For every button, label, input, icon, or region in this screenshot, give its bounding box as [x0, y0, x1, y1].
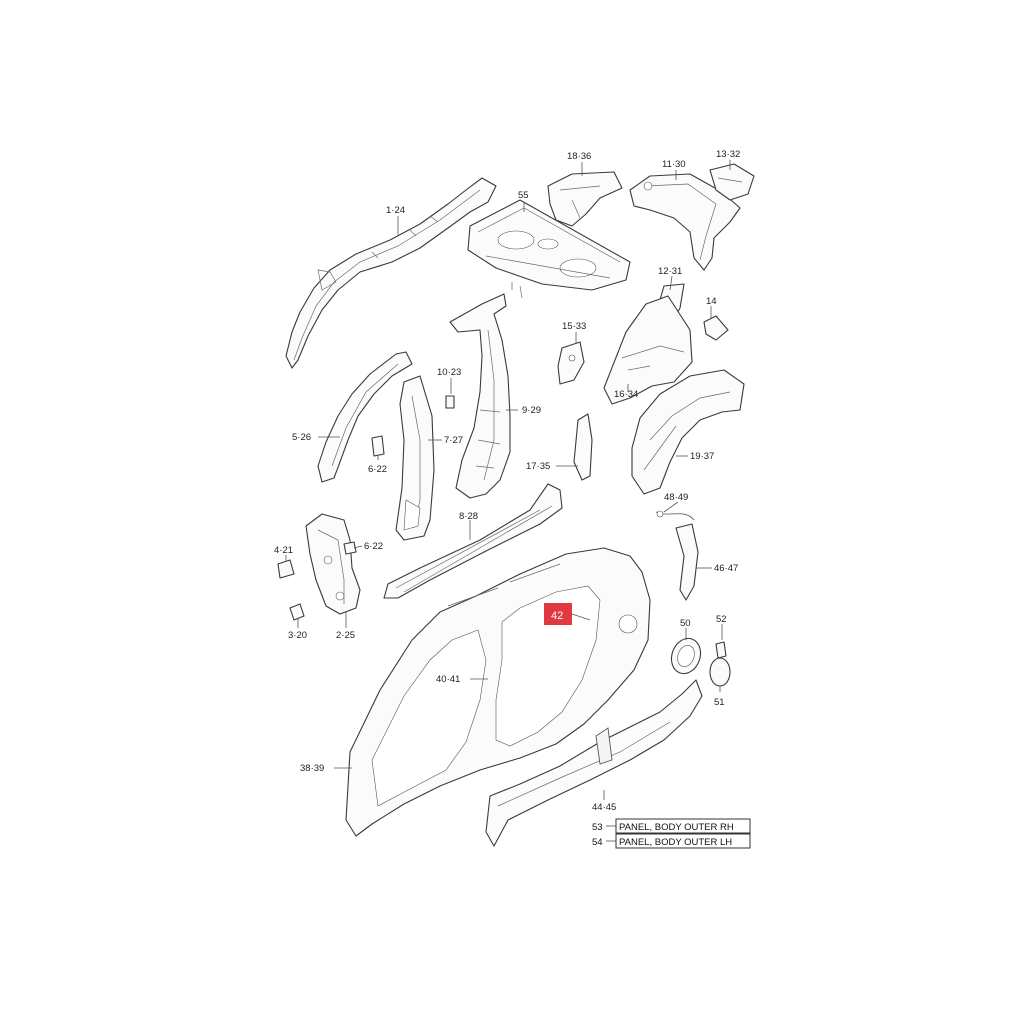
- callout-52: 52: [716, 614, 727, 625]
- legend-text-53: PANEL, BODY OUTER RH: [619, 822, 734, 833]
- callout-12-31: 12·31: [658, 266, 682, 277]
- highlight-box: [544, 603, 572, 625]
- part-clip-6-22-upper: [371, 435, 385, 457]
- leader-lines: [285, 160, 731, 800]
- part-cap-51: [709, 657, 731, 687]
- callout-labels: 1·24 55 18·36 11·30 13·32 12·31 14 15·33…: [274, 149, 740, 813]
- part-b-pillar-inner-7-27: [395, 375, 435, 541]
- part-rocker-inner-8-28: [383, 483, 563, 599]
- callout-4-21: 4·21: [274, 545, 293, 556]
- callout-46-47: 46·47: [714, 563, 738, 574]
- legend-number-53: 53: [592, 822, 603, 833]
- callout-17-35: 17·35: [526, 461, 550, 472]
- part-wheelhouse-outer-19-37: [631, 369, 745, 495]
- part-clip-10-23: [445, 395, 455, 409]
- callout-6-22-lower: 6·22: [364, 541, 383, 552]
- part-bracket-15-33: [557, 341, 585, 385]
- part-bracket-18-36: [547, 171, 623, 227]
- part-body-side-outer: [345, 547, 651, 837]
- legend-text-54: PANEL, BODY OUTER LH: [619, 837, 732, 848]
- callout-3-20: 3·20: [288, 630, 307, 641]
- callout-44-45: 44·45: [592, 802, 616, 813]
- part-clip-6-22-lower: [343, 541, 357, 555]
- part-rear-upper-11-30: [629, 173, 741, 271]
- legend-number-54: 54: [592, 837, 603, 848]
- callout-6-22-upper: 6·22: [368, 464, 387, 475]
- part-extension-17-35: [573, 413, 593, 481]
- callout-50: 50: [680, 618, 691, 629]
- part-wheelhouse-inner-16-34: [603, 295, 693, 405]
- part-bracket-13-32: [709, 163, 755, 201]
- part-b-pillar-9-29: [449, 293, 511, 499]
- callout-48-49: 48·49: [664, 492, 688, 503]
- part-bracket-46-47: [675, 523, 699, 601]
- callout-13-32: 13·32: [716, 149, 740, 160]
- callout-55: 55: [518, 190, 529, 201]
- part-bracket-3-20: [289, 603, 305, 621]
- highlight-label: 42: [551, 610, 563, 622]
- callout-51: 51: [714, 697, 725, 708]
- part-clip-14: [703, 315, 729, 341]
- part-a-pillar-upper-5-26: [317, 351, 413, 483]
- part-fuel-door-50: [670, 637, 702, 675]
- callout-38-39: 38·39: [300, 763, 324, 774]
- callout-14: 14: [706, 296, 717, 307]
- part-rocker-outer-44-45: [485, 679, 703, 847]
- highlight-callout-42: 42: [544, 603, 572, 625]
- part-bracket-4-21: [277, 559, 295, 579]
- callout-11-30: 11·30: [662, 159, 686, 170]
- part-a-pillar-lower-2-25: [305, 513, 361, 615]
- part-cable-48-49: [655, 510, 695, 521]
- callout-8-28: 8·28: [459, 511, 478, 522]
- callout-10-23: 10·23: [437, 367, 461, 378]
- callout-19-37: 19·37: [690, 451, 714, 462]
- callout-16-34: 16·34: [614, 389, 638, 400]
- callout-2-25: 2·25: [336, 630, 355, 641]
- callout-40-41: 40·41: [436, 674, 460, 685]
- part-roof-rail: [285, 177, 497, 369]
- callout-15-33: 15·33: [562, 321, 586, 332]
- callout-9-29: 9·29: [522, 405, 541, 416]
- callout-5-26: 5·26: [292, 432, 311, 443]
- callout-1-24: 1·24: [386, 205, 405, 216]
- callout-18-36: 18·36: [567, 151, 591, 162]
- legend-box-53: [615, 818, 751, 834]
- part-clip-52: [715, 641, 727, 659]
- legend: 53 PANEL, BODY OUTER RH 54 PANEL, BODY O…: [592, 818, 751, 849]
- legend-box-54: [615, 833, 751, 849]
- callout-7-27: 7·27: [444, 435, 463, 446]
- part-rear-shelf: [467, 199, 631, 299]
